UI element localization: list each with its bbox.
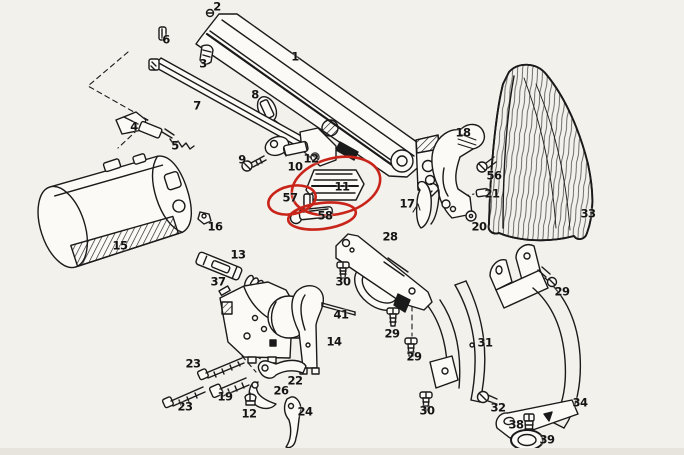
loading-lever-drawing bbox=[115, 57, 337, 172]
barrel-assembly-drawing bbox=[158, 8, 444, 197]
arbor-part-13-drawing bbox=[195, 251, 243, 281]
part-29-screw-a-drawing bbox=[386, 307, 400, 327]
highlight-layer bbox=[267, 155, 382, 231]
part-56-screw-drawing bbox=[476, 156, 497, 173]
scan-artifact-band bbox=[0, 448, 684, 455]
part-14-drawing bbox=[291, 285, 325, 375]
part-19-screw-drawing bbox=[208, 377, 250, 399]
hammer-assembly-drawing bbox=[412, 123, 497, 229]
highlight-ellipse-part-11 bbox=[290, 155, 382, 217]
lockwork-small-parts-drawing bbox=[161, 357, 307, 449]
hammer-part-18-drawing bbox=[431, 123, 486, 219]
part-5-spring-drawing bbox=[169, 138, 195, 150]
part-21-pin-drawing bbox=[475, 187, 490, 198]
part-30-screw-lower-drawing bbox=[419, 391, 433, 411]
part-29-screw-c-drawing bbox=[537, 266, 558, 288]
part-3-latch-drawing bbox=[199, 44, 214, 65]
part-9-screw-drawing bbox=[241, 155, 267, 172]
part-10-screw-drawing bbox=[282, 140, 309, 157]
frame-assembly-drawing bbox=[195, 251, 325, 375]
part-23-screw-b-drawing bbox=[161, 386, 206, 409]
cylinder-drawing bbox=[37, 153, 212, 269]
hand-part-17-drawing bbox=[412, 180, 440, 229]
part-32-screw-drawing bbox=[476, 390, 498, 405]
part-30-screw-upper-drawing bbox=[336, 261, 350, 279]
highlight-ellipse-part-57 bbox=[267, 184, 317, 216]
part-4-plunger-drawing bbox=[115, 111, 175, 139]
nipple-part-16-drawing bbox=[197, 211, 212, 225]
trigger-guard-drawing bbox=[321, 233, 461, 411]
part-12-plug-lower-drawing bbox=[244, 392, 257, 406]
part-24-trigger-drawing bbox=[283, 396, 302, 449]
part-23-screw-a-drawing bbox=[196, 357, 245, 381]
wedge-part-11-drawing bbox=[303, 169, 365, 207]
part-29-screw-b-drawing bbox=[404, 337, 418, 357]
part-2-screw-drawing bbox=[205, 8, 215, 18]
part-41-pin-drawing bbox=[321, 302, 356, 316]
part-6-pin-drawing bbox=[158, 26, 167, 41]
highlight-ellipse-part-58 bbox=[286, 201, 358, 231]
part-22-drawing bbox=[257, 359, 307, 379]
grip-part-33-drawing bbox=[487, 63, 594, 242]
mainspring-part-31-drawing bbox=[454, 280, 486, 403]
part-20-disc-drawing bbox=[465, 210, 477, 222]
backstrap-drawing bbox=[476, 244, 582, 451]
part-12-screw-upper-drawing bbox=[310, 152, 320, 162]
part-39-ring-drawing bbox=[510, 429, 544, 451]
